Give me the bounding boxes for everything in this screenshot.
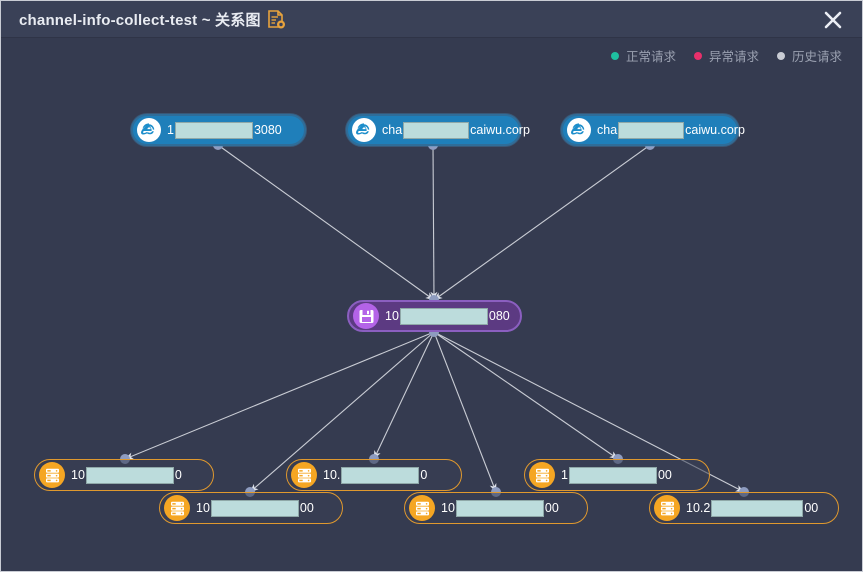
node-address-suffix: 0 <box>420 468 428 482</box>
redacted-address <box>568 466 657 484</box>
edge-b2-to-app <box>430 144 438 301</box>
graph-node-label: 10 080 <box>385 307 510 325</box>
node-address-suffix: 00 <box>544 501 559 515</box>
internet-explorer-icon <box>352 118 376 142</box>
graph-node-app[interactable]: 10 080 <box>347 300 522 332</box>
redacted-address <box>455 499 544 517</box>
graph-node-label: 10.2 00 <box>686 499 819 517</box>
node-address-prefix: cha <box>597 123 618 137</box>
graph-node-label: 10 00 <box>441 499 559 517</box>
legend-item-abnormal-request[interactable]: 异常请求 <box>693 46 759 65</box>
node-address-suffix: caiwu.corp <box>685 123 745 137</box>
legend-item-history-request[interactable]: 历史请求 <box>776 46 842 65</box>
node-address-prefix: 10 <box>385 309 399 323</box>
node-address-suffix: 3080 <box>253 123 282 137</box>
graph-node-d2[interactable]: 10 00 <box>159 492 343 524</box>
legend-label-abnormal: 异常请求 <box>708 50 759 64</box>
redacted-address <box>174 121 253 139</box>
redacted-address <box>618 121 685 139</box>
edge-app-to-d1 <box>124 331 435 460</box>
legend-item-normal-request[interactable]: 正常请求 <box>610 46 676 65</box>
internet-explorer-icon <box>567 118 591 142</box>
redacted-address <box>399 307 488 325</box>
close-icon[interactable] <box>816 3 850 37</box>
graph-node-label: 10 0 <box>71 466 182 484</box>
graph-node-b2[interactable]: cha caiwu.corp <box>346 114 530 146</box>
internet-explorer-icon <box>137 118 161 142</box>
redacted-address <box>210 499 299 517</box>
legend-label-history: 历史请求 <box>791 50 842 64</box>
edge-app-to-d2 <box>249 331 435 493</box>
edge-b3-to-app <box>433 144 651 301</box>
server-rack-icon <box>291 462 317 488</box>
node-address-prefix: 10 <box>196 501 210 515</box>
node-address-prefix: 10.2 <box>686 501 711 515</box>
redacted-address <box>85 466 174 484</box>
node-address-suffix: caiwu.corp <box>470 123 530 137</box>
graph-node-b1[interactable]: 1 3080 <box>131 114 306 146</box>
node-address-suffix: 00 <box>299 501 314 515</box>
graph-node-label: cha caiwu.corp <box>382 121 530 139</box>
legend-label-normal: 正常请求 <box>625 50 676 64</box>
database-save-icon <box>353 303 379 329</box>
node-address-prefix: 1 <box>561 468 568 482</box>
node-address-suffix: 080 <box>488 309 510 323</box>
server-rack-icon <box>164 495 190 521</box>
legend-dot-normal <box>610 51 619 60</box>
server-rack-icon <box>409 495 435 521</box>
redacted-address <box>341 466 420 484</box>
graph-node-label: cha caiwu.corp <box>597 121 745 139</box>
node-address-suffix: 00 <box>804 501 819 515</box>
graph-node-d1[interactable]: 10 0 <box>34 459 214 491</box>
node-address-prefix: 10. <box>323 468 341 482</box>
server-rack-icon <box>529 462 555 488</box>
dialog-titlebar: channel-info-collect-test ~ 关系图 <box>1 1 862 38</box>
legend-dot-abnormal <box>693 51 702 60</box>
graph-node-b3[interactable]: cha caiwu.corp <box>561 114 745 146</box>
redacted-address <box>711 499 804 517</box>
node-address-suffix: 0 <box>174 468 182 482</box>
node-address-prefix: 1 <box>167 123 174 137</box>
server-rack-icon <box>654 495 680 521</box>
graph-node-label: 10 00 <box>196 499 314 517</box>
legend: 正常请求 异常请求 历史请求 <box>610 46 842 65</box>
graph-node-d6[interactable]: 10.2 00 <box>649 492 839 524</box>
graph-node-d4[interactable]: 10 00 <box>404 492 588 524</box>
graph-canvas[interactable]: 正常请求 异常请求 历史请求 <box>1 39 862 571</box>
legend-dot-history <box>776 51 785 60</box>
graph-node-d3[interactable]: 10.0 <box>286 459 462 491</box>
graph-node-label: 10.0 <box>323 466 428 484</box>
node-address-prefix: 10 <box>441 501 455 515</box>
node-address-prefix: 10 <box>71 468 85 482</box>
server-rack-icon <box>39 462 65 488</box>
edge-b1-to-app <box>217 144 435 301</box>
graph-node-label: 1 3080 <box>167 121 282 139</box>
graph-node-d5[interactable]: 1 00 <box>524 459 710 491</box>
node-address-prefix: cha <box>382 123 403 137</box>
redacted-address <box>403 121 470 139</box>
edge-app-to-d5 <box>433 331 619 460</box>
edge-app-to-d3 <box>373 331 435 460</box>
edge-app-to-d4 <box>433 331 497 493</box>
page-title: channel-info-collect-test ~ 关系图 <box>19 12 261 29</box>
report-document-icon[interactable] <box>265 8 287 30</box>
graph-node-label: 1 00 <box>561 466 672 484</box>
node-address-suffix: 00 <box>657 468 672 482</box>
